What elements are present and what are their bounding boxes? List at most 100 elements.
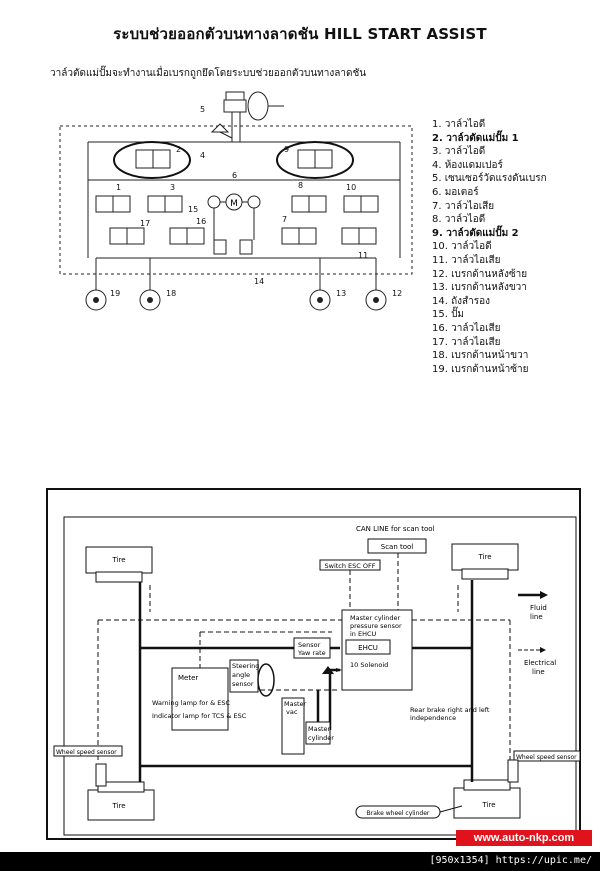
image-info-url[interactable]: [950x1354] https://upic.me/: [429, 855, 592, 866]
svg-text:Wheel speed sensor: Wheel speed sensor: [516, 754, 577, 761]
legend-item: 15. ปั๊ม: [432, 309, 465, 321]
wheel-speed-sensor-left-label: [53, 745, 123, 757]
legend-item: 3. วาล์วไอดี: [432, 146, 486, 158]
svg-text:Tire: Tire: [111, 802, 125, 810]
svg-text:sensor: sensor: [232, 680, 254, 688]
svg-text:Tire: Tire: [111, 556, 125, 564]
svg-text:10 Solenoid: 10 Solenoid: [350, 661, 388, 669]
site-watermark-link[interactable]: www.auto-nkp.com: [456, 830, 592, 846]
can-line-label: CAN LINE for scan tool: [356, 525, 435, 533]
svg-text:angle: angle: [232, 671, 250, 679]
legend-item: 4. ห้องแดมเปอร์: [432, 159, 503, 171]
callout-17: 17: [140, 219, 150, 228]
legend-item: 14. ถังสำรอง: [432, 295, 490, 307]
component-legend: 1. วาล์วไอดี 2. วาล์วตัดแม่ปั๊ม 1 3. วาล…: [432, 118, 547, 376]
svg-text:Master cylinder: Master cylinder: [350, 614, 401, 622]
reservoir: [213, 239, 253, 255]
legend-item: 6. มอเตอร์: [432, 186, 479, 198]
tire-rear-right-bottom: Tire: [453, 779, 521, 819]
valve-group: [95, 195, 379, 245]
tire-front-left-top: Tire: [85, 546, 153, 583]
callout-3: 3: [170, 183, 175, 192]
flow-arrows: [322, 666, 342, 674]
page-subtitle: วาล์วตัดแม่ปั๊มจะทำงานเมื่อเบรกถูกยึดโดย…: [50, 68, 367, 79]
electrical-lines: [97, 553, 511, 760]
footer-bar: [0, 852, 600, 871]
page-title: ระบบช่วยออกตัวบนทางลาดชัน HILL START ASS…: [113, 25, 487, 43]
wheel-speed-sensor-right: [507, 759, 519, 783]
meter-box: [171, 667, 229, 731]
callout-9: 9: [284, 145, 289, 154]
svg-text:Indicator lamp for TCS & ESC: Indicator lamp for TCS & ESC: [152, 712, 247, 720]
callout-7: 7: [282, 215, 287, 224]
yaw-rate-sensor-box: [293, 637, 331, 659]
svg-text:Yaw rate: Yaw rate: [297, 649, 326, 657]
svg-text:Warning lamp for & ESC: Warning lamp for & ESC: [152, 699, 230, 707]
svg-text:Rear brake right and left: Rear brake right and left: [410, 706, 490, 714]
ehcu-block: Master cylinder pressure sensor in EHCU …: [341, 609, 413, 691]
callout-18: 18: [166, 289, 176, 298]
legend-item: 12. เบรกด้านหลังซ้าย: [432, 268, 528, 280]
callout-4: 4: [200, 151, 205, 160]
master-cylinder-box: [305, 721, 331, 745]
steering-wheel-icon: [257, 663, 275, 697]
cut-valve-2-highlight: [276, 141, 354, 179]
ehcu-housing: [59, 125, 413, 275]
callout-15: 15: [188, 205, 198, 214]
svg-text:vac: vac: [286, 708, 298, 716]
svg-text:Fluid: Fluid: [530, 604, 547, 612]
svg-text:pressure sensor: pressure sensor: [350, 622, 402, 630]
brake-disc-front-right: [139, 289, 161, 311]
callout-19: 19: [110, 289, 120, 298]
cut-valve-1-highlight: [113, 141, 191, 179]
brake-disc-rear-right: [309, 289, 331, 311]
svg-text:Switch ESC OFF: Switch ESC OFF: [325, 562, 376, 570]
callout-16: 16: [196, 217, 206, 226]
legend-item: 9. วาล์วตัดแม่ปั๊ม 2: [432, 227, 519, 239]
legend-item: 1. วาล์วไอดี: [432, 119, 486, 130]
svg-text:Meter: Meter: [178, 674, 198, 682]
wheel-speed-sensor-left: [95, 763, 107, 787]
callout-8: 8: [298, 181, 303, 190]
callout-5: 5: [200, 105, 205, 114]
callout-13: 13: [336, 289, 346, 298]
svg-text:independence: independence: [410, 714, 456, 722]
master-cylinder-booster: [223, 91, 284, 142]
tire-front-right-top: Tire: [451, 543, 519, 580]
svg-text:line: line: [530, 613, 543, 621]
legend-item: 5. เซนเซอร์วัดแรงดันเบรก: [432, 173, 547, 185]
svg-text:Brake wheel cylinder: Brake wheel cylinder: [367, 810, 430, 817]
svg-text:cylinder: cylinder: [308, 734, 334, 742]
legend-item: 13. เบรกด้านหลังขวา: [432, 282, 527, 294]
callout-10: 10: [346, 183, 356, 192]
brake-disc-front-left: [85, 289, 107, 311]
brake-pressure-sensor: [210, 123, 233, 139]
svg-text:Tire: Tire: [477, 553, 491, 561]
callout-6: 6: [232, 171, 237, 180]
svg-text:Sensor: Sensor: [298, 641, 321, 649]
svg-text:Electrical: Electrical: [524, 659, 556, 667]
svg-text:line: line: [532, 668, 545, 676]
master-vac-box: [281, 697, 305, 755]
svg-text:Master: Master: [308, 725, 331, 733]
legend-item: 2. วาล์วตัดแม่ปั๊ม 1: [432, 132, 519, 144]
hydraulic-callouts: 1 2 3 4 5 6 7 8 9 10 11 12 13 14 15 16 1…: [110, 105, 402, 298]
legend-item: 10. วาล์วไอดี: [432, 241, 492, 253]
svg-text:EHCU: EHCU: [358, 644, 378, 652]
svg-text:Wheel speed sensor: Wheel speed sensor: [56, 749, 117, 756]
callout-14: 14: [254, 277, 264, 286]
svg-text:Tire: Tire: [481, 801, 495, 809]
svg-text:Steering: Steering: [232, 662, 259, 670]
svg-text:in EHCU: in EHCU: [350, 630, 377, 638]
legend-item: 8. วาล์วไอดี: [432, 214, 486, 226]
callout-12: 12: [392, 289, 402, 298]
legend-item: 11. วาล์วไอเสีย: [432, 254, 501, 266]
callout-1: 1: [116, 183, 121, 192]
legend-item: 17. วาล์วไอเสีย: [432, 336, 501, 348]
callout-11: 11: [358, 251, 368, 260]
legend-item: 18. เบรกด้านหน้าขวา: [432, 350, 529, 362]
svg-text:M: M: [230, 199, 238, 209]
wheel-speed-sensor-right-label: [513, 750, 581, 762]
brake-disc-rear-left: [365, 289, 387, 311]
